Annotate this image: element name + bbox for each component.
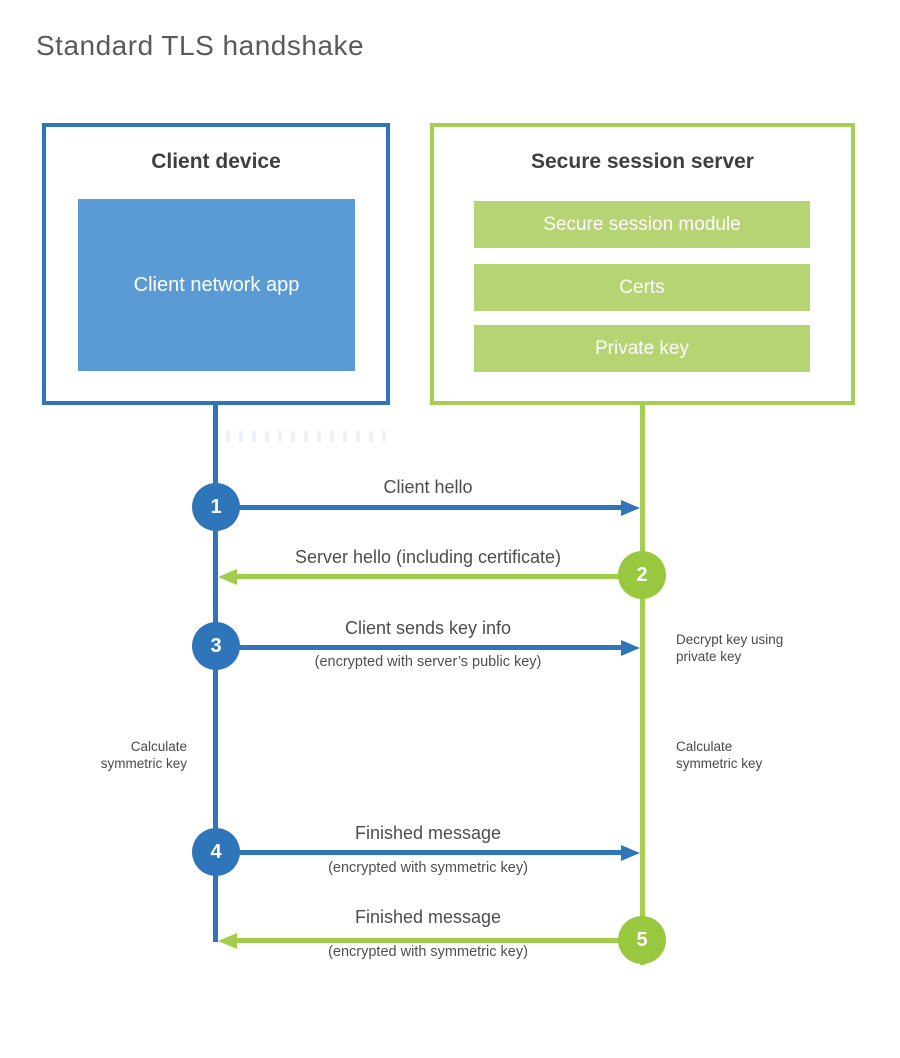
secure-session-server-title: Secure session server (531, 150, 754, 173)
message-5-label: Finished message (354, 907, 502, 927)
message-4-arrow-line (216, 850, 622, 855)
step-3-badge: 3 (192, 622, 240, 670)
message-2-arrowhead-left-icon (218, 569, 237, 585)
page-title: Standard TLS handshake (36, 30, 365, 61)
message-1-arrowhead-right-icon (621, 500, 640, 516)
step-5-badge: 5 (618, 916, 666, 964)
message-3-arrow-line (216, 645, 622, 650)
step-1-badge: 1 (192, 483, 240, 531)
note-calculate-symmetric-key-client: Calculate symmetric key (100, 739, 187, 772)
server-module-secure-session: Secure session module (474, 201, 810, 248)
message-5-sublabel: (encrypted with symmetric key) (328, 944, 528, 960)
step-4-badge: 4 (192, 828, 240, 876)
message-5-arrow-line (237, 938, 642, 943)
client-network-app-label: Client network app (133, 273, 300, 296)
message-4-arrowhead-right-icon (621, 845, 640, 861)
message-3-arrowhead-right-icon (621, 640, 640, 656)
server-module-secure-session-label: Secure session module (543, 213, 741, 235)
server-module-private-key: Private key (474, 325, 810, 372)
client-device-title: Client device (151, 150, 281, 173)
client-network-app-box: Client network app (78, 199, 355, 371)
secure-session-server-box: Secure session server Secure session mod… (430, 123, 855, 405)
message-4-label: Finished message (354, 823, 502, 843)
message-1-arrow-line (216, 505, 622, 510)
server-lifeline (640, 405, 645, 965)
message-1-label: Client hello (383, 477, 473, 497)
message-2-label: Server hello (including certificate) (294, 547, 562, 567)
client-lifeline (213, 405, 218, 942)
note-decrypt-key: Decrypt key using private key (676, 632, 784, 665)
server-module-certs: Certs (474, 264, 810, 311)
step-2-badge: 2 (618, 551, 666, 599)
message-2-arrow-line (237, 574, 642, 579)
server-module-private-key-label: Private key (595, 337, 689, 359)
message-3-label: Client sends key info (344, 618, 512, 638)
faint-dashes-artifact (226, 431, 388, 442)
message-5-arrowhead-left-icon (218, 933, 237, 949)
client-device-box: Client device Client network app (42, 123, 390, 405)
server-module-certs-label: Certs (619, 276, 665, 298)
message-3-sublabel: (encrypted with server’s public key) (314, 654, 542, 670)
note-calculate-symmetric-key-server: Calculate symmetric key (676, 739, 763, 772)
message-4-sublabel: (encrypted with symmetric key) (328, 860, 528, 876)
